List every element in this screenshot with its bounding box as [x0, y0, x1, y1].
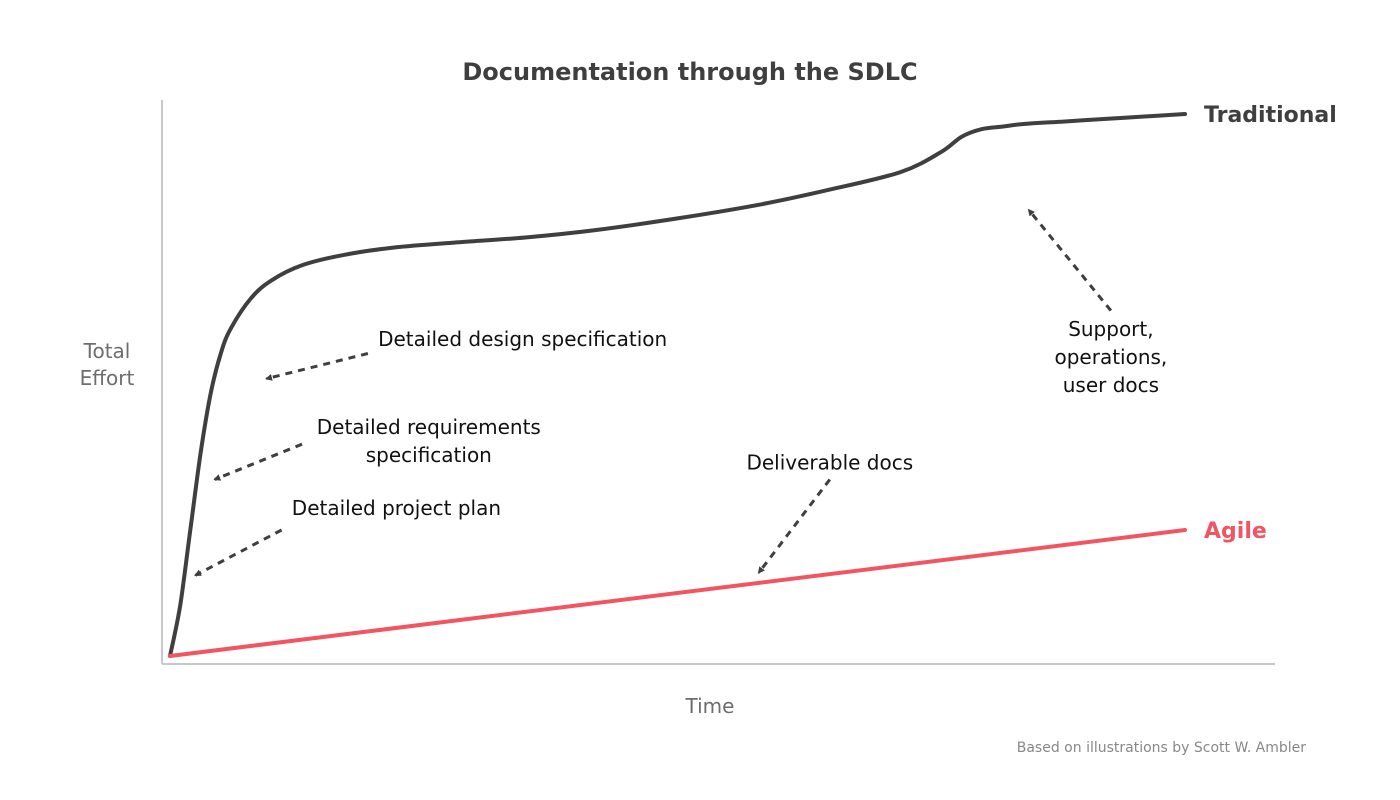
annotation-label-5-line-2: operations,	[1054, 345, 1167, 369]
annotation-label-5-line-3: user docs	[1063, 373, 1159, 397]
annotation-label-3-line-1: Detailed project plan	[292, 496, 501, 520]
annotation-arrow-4	[757, 478, 831, 574]
annotation-label-5-line-1: Support,	[1068, 317, 1153, 341]
series-line-agile	[168, 528, 1187, 658]
y-axis-label-line-2: Effort	[80, 366, 135, 390]
annotation-arrow-3	[194, 528, 283, 577]
annotation-arrow-1	[265, 352, 369, 381]
series-label-agile: Agile	[1204, 519, 1267, 544]
chart-title: Documentation through the SDLC	[462, 58, 917, 86]
series-line-traditional	[168, 112, 1187, 658]
annotation-label-4-line-1: Deliverable docs	[746, 451, 913, 475]
annotation-label-1-line-1: Detailed design specification	[378, 327, 667, 351]
annotation-arrow-5	[1027, 208, 1113, 312]
annotation-label-2-line-2: specification	[366, 443, 492, 467]
y-axis-label-line-1: Total	[83, 339, 131, 363]
source-credit: Based on illustrations by Scott W. Amble…	[1017, 740, 1306, 756]
x-axis-label: Time	[685, 694, 735, 718]
series-label-traditional: Traditional	[1204, 103, 1337, 128]
annotation-arrow-2	[213, 442, 303, 481]
annotation-label-2-line-1: Detailed requirements	[317, 415, 541, 439]
